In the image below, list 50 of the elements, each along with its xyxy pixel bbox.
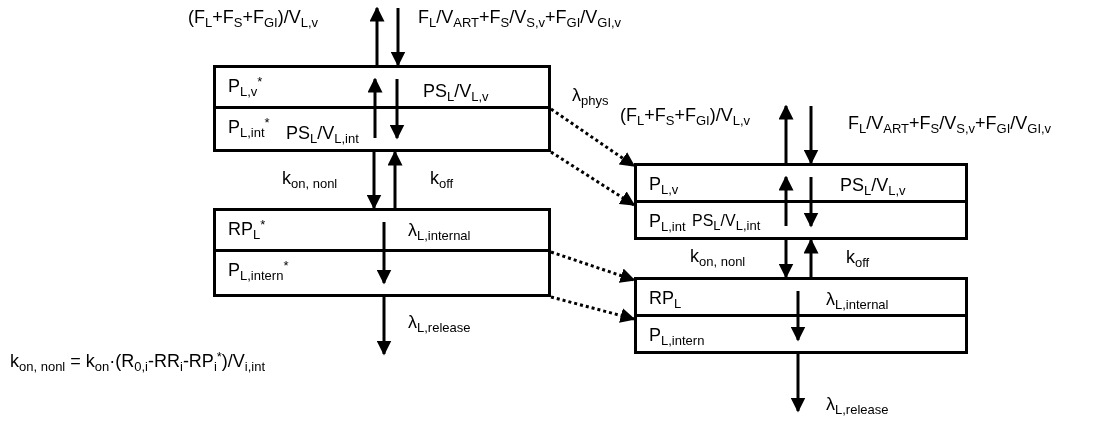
arrow [803,177,819,228]
arrow [778,240,794,279]
arrow [369,6,385,65]
arrow [376,222,392,285]
arrow [366,152,382,210]
arrow [389,79,405,140]
edge-label: k$_{on, nonl}$ [690,247,746,267]
arrow [387,150,403,208]
compartment-label: P$_{L,v}$ [649,174,679,195]
edge-label: PS$_{L}$/V$_{L,int}$ [286,124,359,144]
edge-label: λ$_{phys}$ [572,86,609,106]
edge-label: PS$_{L}$/V$_{L,int}$ [692,212,761,230]
compartment-box [634,200,968,240]
compartment-box [634,163,968,203]
arrow [367,77,383,138]
edge-label: (F$_{L}$+F$_{S}$+F$_{GI}$)/V$_{L,v}$ [620,106,751,126]
equation-text: k$_{on, nonl}$ = k$_{on}$·(R$_{0,i}$-RR$_{i}$-RP$_{i}$$^{*}$)/V$_{i,int}$ [10,352,266,372]
compartment-box [213,65,551,109]
edge-label: λ$_{L,release}$ [826,395,889,415]
arrow [803,106,819,165]
compartment-box [213,106,551,152]
edge-label: k$_{off}$ [846,248,870,268]
arrow [803,238,819,277]
edge-label: F$_{L}$/V$_{ART}$+F$_{S}$/V$_{S,v}$+F$_{GI}$/V$_{GI,v}$ [848,114,1052,134]
compartment-box [213,208,551,252]
arrow [390,8,406,67]
edge-label: PS$_{L}$/V$_{L,v}$ [423,82,489,102]
edge-label: λ$_{L,internal}$ [408,221,471,241]
dotted-arrow [550,250,636,283]
edge-label: (F$_{L}$+F$_{S}$+F$_{GI}$)/V$_{L,v}$ [188,8,319,28]
dotted-arrow [550,107,636,168]
arrow [790,291,806,342]
edge-label: PS$_{L}$/V$_{L,v}$ [840,176,906,196]
compartment-label: RP$_{L}$ [649,288,682,309]
compartment-box [634,314,968,354]
edge-label: k$_{on, nonl}$ [282,169,338,189]
arrow [376,297,392,356]
edge-label: F$_{L}$/V$_{ART}$+F$_{S}$/V$_{S,v}$+F$_{GI}$/V$_{GI,v}$ [418,8,622,28]
dotted-arrow [550,295,636,323]
compartment-label: P$_{L,intern}$ [649,325,705,346]
compartment-label: P$_{L,int}$ [649,211,686,232]
compartment-box [634,277,968,317]
arrow [778,175,794,226]
dotted-arrow [550,150,636,207]
edge-label: λ$_{L,internal}$ [826,290,889,310]
edge-label: λ$_{L,release}$ [408,313,471,333]
compartment-box [213,249,551,297]
arrow [778,104,794,163]
edge-label: k$_{off}$ [430,169,454,189]
arrow [790,354,806,413]
